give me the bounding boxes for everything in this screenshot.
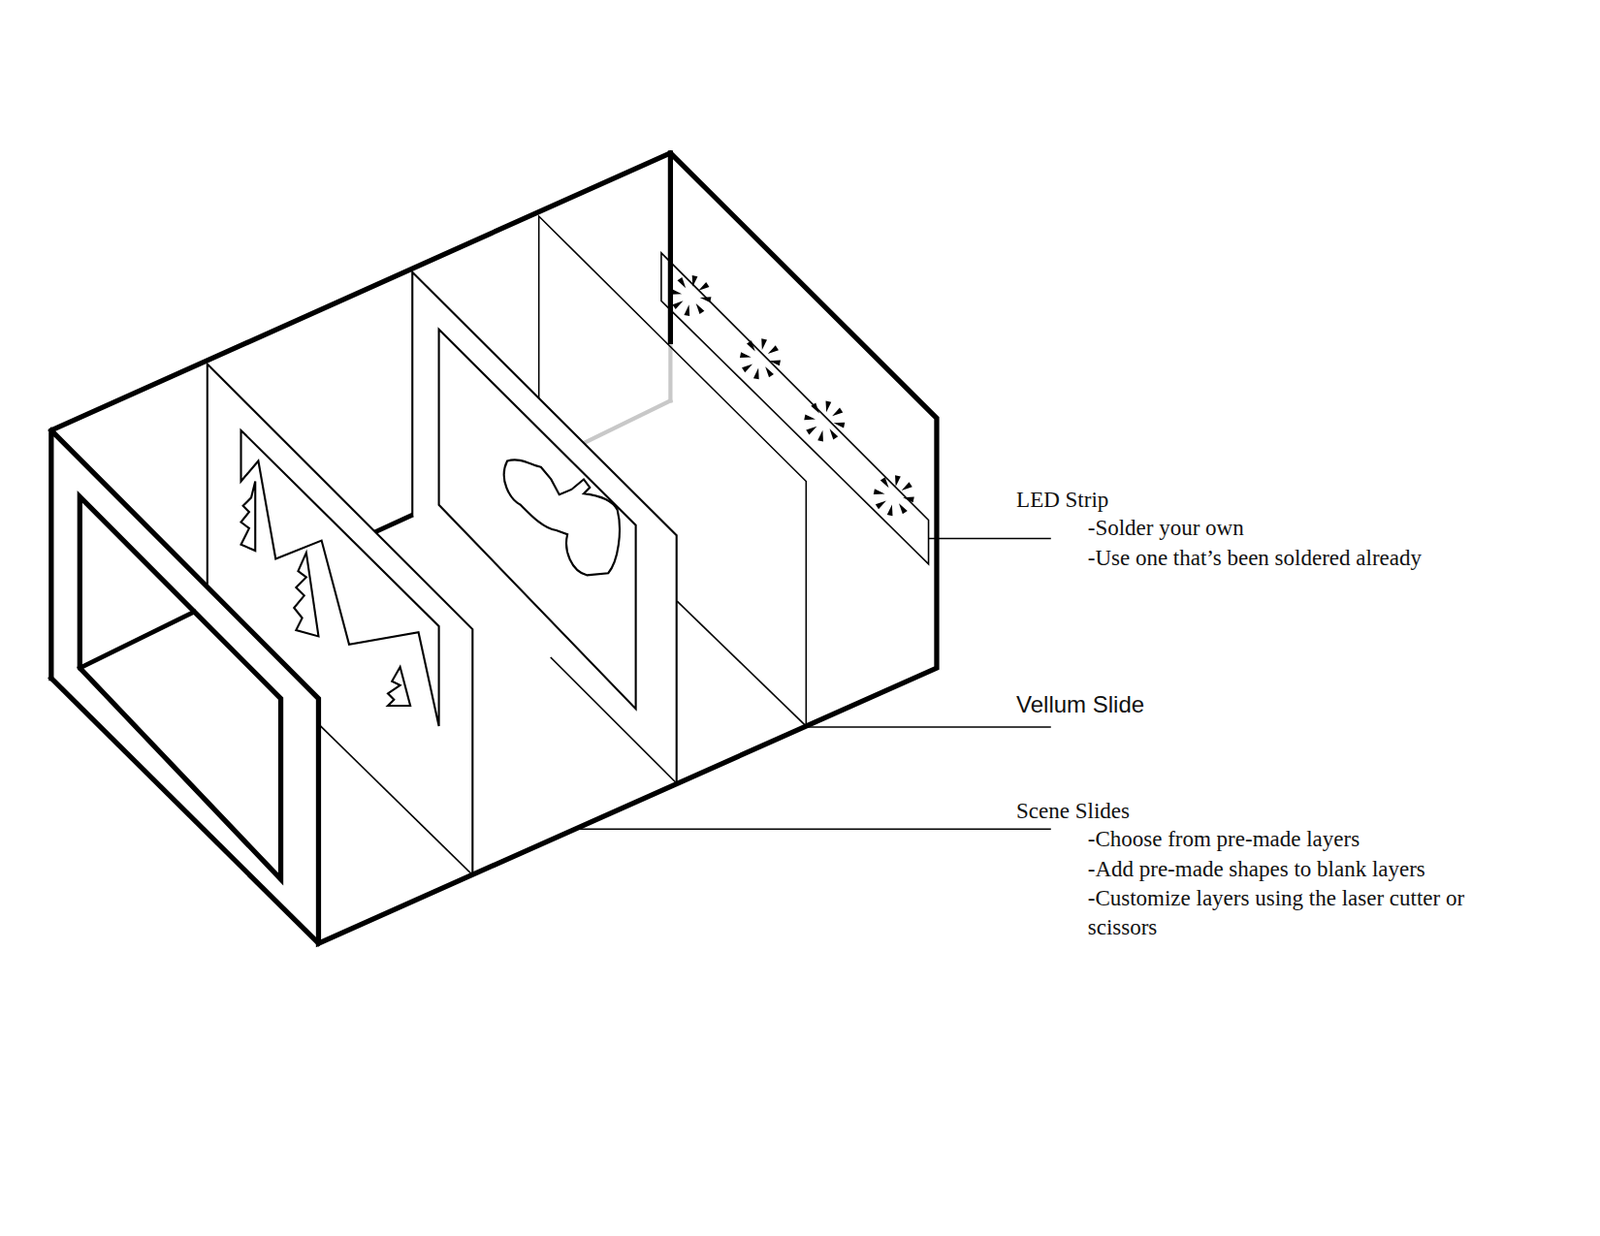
light-ray xyxy=(696,303,705,315)
light-ray xyxy=(901,481,913,491)
light-ray xyxy=(692,275,699,288)
light-ray xyxy=(683,304,690,317)
callout-heading: Vellum Slide xyxy=(1016,690,1145,720)
light-ray xyxy=(873,488,886,495)
callout-note: -Customize layers using the laser cutter… xyxy=(1088,884,1537,943)
light-ray xyxy=(833,422,846,429)
light-ray xyxy=(700,296,712,303)
light-ray xyxy=(676,277,686,288)
callout-note: -Use one that’s been soldered already xyxy=(1088,544,1422,574)
light-ray xyxy=(895,475,901,487)
light-ray xyxy=(810,402,820,414)
callout-heading: Scene Slides xyxy=(1016,797,1130,827)
light-ray xyxy=(761,338,768,351)
light-ray xyxy=(768,345,779,354)
light-ray xyxy=(887,505,894,517)
light-ray xyxy=(875,500,887,510)
light-ray xyxy=(902,497,915,504)
callout-note: -Solder your own xyxy=(1088,513,1245,544)
light-ray xyxy=(768,360,781,367)
light-ray xyxy=(898,503,908,514)
light-ray xyxy=(753,368,760,381)
light-ray xyxy=(672,300,683,310)
light-ray xyxy=(805,426,817,436)
callout-note: -Choose from pre-made layers xyxy=(1088,825,1360,855)
led-strip xyxy=(661,253,929,565)
callout-heading: LED Strip xyxy=(1016,485,1109,515)
light-ray xyxy=(741,364,753,374)
light-ray xyxy=(739,352,752,358)
callout-note: -Add pre-made shapes to blank layers xyxy=(1088,855,1426,885)
light-ray xyxy=(803,414,816,420)
light-ray xyxy=(832,408,843,417)
leader-line xyxy=(576,538,1052,830)
light-ray xyxy=(826,400,832,413)
light-ray xyxy=(698,282,709,291)
light-ray xyxy=(829,428,838,440)
box-frame xyxy=(51,153,937,944)
light-ray xyxy=(746,340,756,352)
light-ray xyxy=(817,430,824,443)
light-ray xyxy=(880,477,890,488)
scene-slide xyxy=(207,364,474,876)
light-ray xyxy=(765,366,774,378)
